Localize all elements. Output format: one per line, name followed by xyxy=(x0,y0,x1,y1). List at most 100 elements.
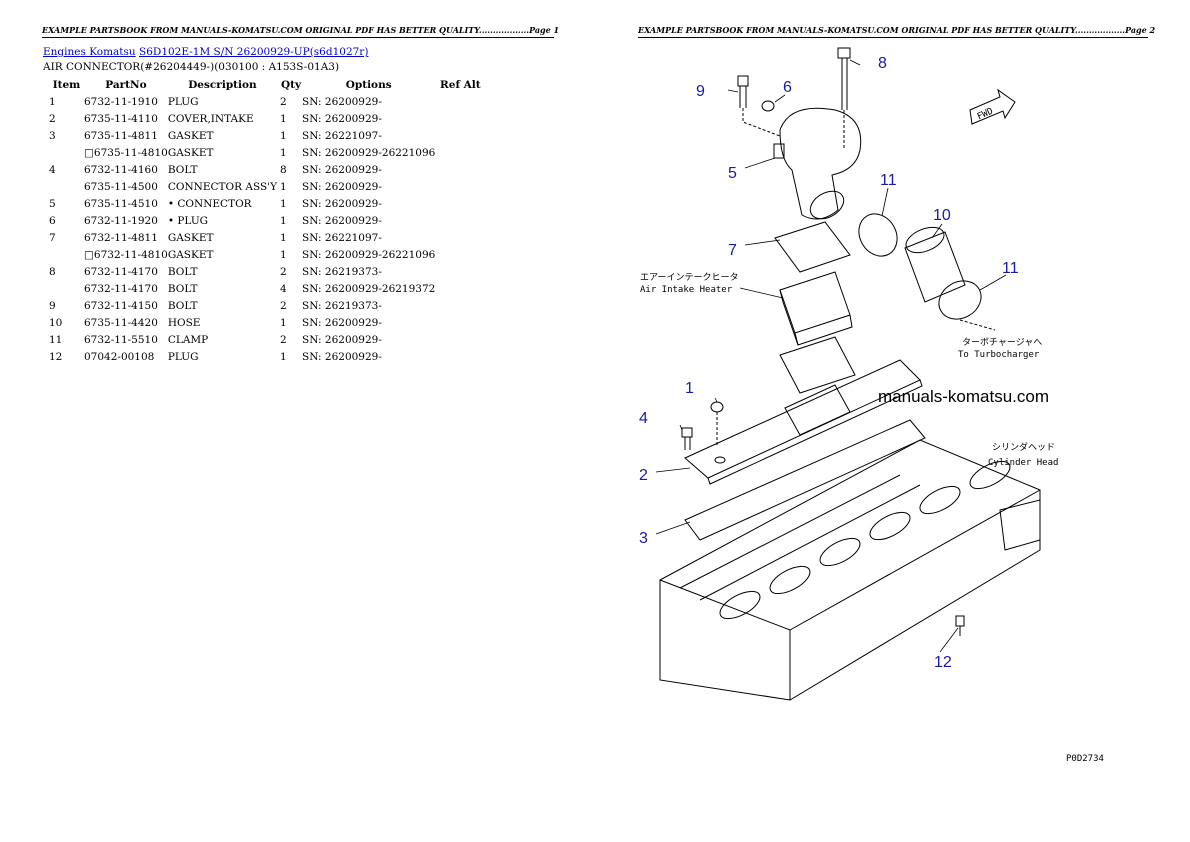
cell-options: SN: 26200929-26221096 xyxy=(302,248,436,261)
air-intake-heater-shape xyxy=(779,271,853,346)
page-header-2: EXAMPLE PARTSBOOK FROM MANUALS-KOMATSU.C… xyxy=(638,25,1155,38)
cell-options: SN: 26219373- xyxy=(302,299,382,312)
cover-intake-2-shape xyxy=(684,359,923,485)
cell-qty: 1 xyxy=(280,197,287,210)
parts-table: Item PartNo Description Qty Options Ref … xyxy=(43,76,485,365)
cell-item xyxy=(43,144,84,161)
cell-options: SN: 26219373- xyxy=(302,265,382,278)
cell-ref-alt xyxy=(435,110,485,127)
cell-ref-alt xyxy=(435,331,485,348)
breadcrumb-link-model[interactable]: S6D102E-1M S/N 26200929-UP(s6d1027r) xyxy=(139,46,369,58)
fwd-arrow-icon xyxy=(969,88,1016,125)
cell-partno: 6735-11-4420 xyxy=(84,316,158,329)
cell-options: SN: 26200929- xyxy=(302,197,382,210)
breadcrumb-link-engines[interactable]: Engines Komatsu xyxy=(43,46,136,58)
callout-1: 1 xyxy=(685,380,694,397)
cell-item: 12 xyxy=(49,350,63,363)
cell-item: 1 xyxy=(49,95,56,108)
cell-description: GASKET xyxy=(167,146,214,159)
cell-ref-alt xyxy=(435,161,485,178)
cell-description: • PLUG xyxy=(167,214,209,227)
cell-item xyxy=(43,178,84,195)
page-header-1: EXAMPLE PARTSBOOK FROM MANUALS-KOMATSU.C… xyxy=(42,25,559,38)
cell-options: SN: 26200929- xyxy=(302,95,382,108)
cell-item: 8 xyxy=(49,265,56,278)
clamp-11-lower-shape xyxy=(938,280,982,320)
cylinder-head-label: Cylinder Head xyxy=(988,458,1058,468)
cell-ref-alt xyxy=(435,348,485,365)
gasket-3-shape xyxy=(684,419,926,541)
cell-item: 7 xyxy=(49,231,56,244)
cell-qty: 8 xyxy=(280,163,287,176)
cell-partno: 6735-11-4811 xyxy=(84,129,158,142)
cell-qty: 1 xyxy=(280,214,287,227)
cell-options: SN: 26200929- xyxy=(302,350,382,363)
cell-partno: 6735-11-4500 xyxy=(84,180,158,193)
cell-item xyxy=(43,280,84,297)
cell-description: GASKET xyxy=(167,129,214,142)
cell-ref-alt xyxy=(435,314,485,331)
cell-partno: 6732-11-4170 xyxy=(84,265,158,278)
table-header-row: Item PartNo Description Qty Options Ref … xyxy=(43,76,485,93)
cell-options: SN: 26200929-26219372 xyxy=(302,282,436,295)
fwd-label: FWD xyxy=(976,107,995,123)
air-heater-label: Air Intake Heater xyxy=(640,285,733,295)
header-ref-alt: Ref Alt xyxy=(440,78,481,91)
cell-options: SN: 26200929- xyxy=(302,316,382,329)
cell-partno: □6732-11-4810 xyxy=(84,248,168,261)
cell-options: SN: 26200929- xyxy=(302,180,382,193)
cell-ref-alt xyxy=(435,229,485,246)
cell-ref-alt xyxy=(435,297,485,314)
exploded-parts-drawing: 9 6 8 5 11 10 7 11 1 4 2 3 12 FWD エアーインテ… xyxy=(639,47,1104,764)
cell-partno: 6732-11-5510 xyxy=(84,333,158,346)
figure-code: P0D2734 xyxy=(1066,754,1104,764)
cell-options: SN: 26200929- xyxy=(302,333,382,346)
cell-qty: 2 xyxy=(280,299,287,312)
plug-6-shape xyxy=(761,100,775,112)
cell-item: 6 xyxy=(49,214,56,227)
callout-7: 7 xyxy=(728,242,737,259)
breadcrumb: Engines Komatsu S6D102E-1M S/N 26200929-… xyxy=(43,46,368,58)
cell-description: CONNECTOR ASS'Y xyxy=(167,180,278,193)
header-item: Item xyxy=(52,78,81,91)
cell-partno: 6732-11-1920 xyxy=(84,214,158,227)
callout-11-upper: 11 xyxy=(880,172,897,189)
cell-item: 4 xyxy=(49,163,56,176)
cell-description: PLUG xyxy=(167,350,199,363)
cell-partno: 07042-00108 xyxy=(84,350,155,363)
callout-8: 8 xyxy=(878,55,887,72)
cell-qty: 1 xyxy=(280,248,287,261)
cell-ref-alt xyxy=(435,178,485,195)
bolt-9-shape xyxy=(737,75,781,137)
cell-options: SN: 26200929- xyxy=(302,163,382,176)
callout-3: 3 xyxy=(639,530,648,547)
cell-description: BOLT xyxy=(167,265,198,278)
callout-5: 5 xyxy=(728,165,737,182)
callout-leaders xyxy=(655,59,1007,653)
cell-ref-alt xyxy=(435,246,485,263)
cell-ref-alt xyxy=(435,280,485,297)
header-partno: PartNo xyxy=(105,78,147,91)
cell-qty: 1 xyxy=(280,180,287,193)
cell-item: 3 xyxy=(49,129,56,142)
cell-description: • CONNECTOR xyxy=(167,197,252,210)
air-heater-label-jp: エアーインテークヒータ xyxy=(640,272,738,283)
cell-item xyxy=(43,246,84,263)
cell-ref-alt xyxy=(435,212,485,229)
gasket-lower-shape xyxy=(779,336,856,394)
cell-item: 5 xyxy=(49,197,56,210)
callout-12: 12 xyxy=(934,654,952,671)
bolt-4-shape xyxy=(681,427,693,450)
turbo-label-jp: ターボチャージャへ xyxy=(962,337,1042,348)
cell-item: 10 xyxy=(49,316,63,329)
